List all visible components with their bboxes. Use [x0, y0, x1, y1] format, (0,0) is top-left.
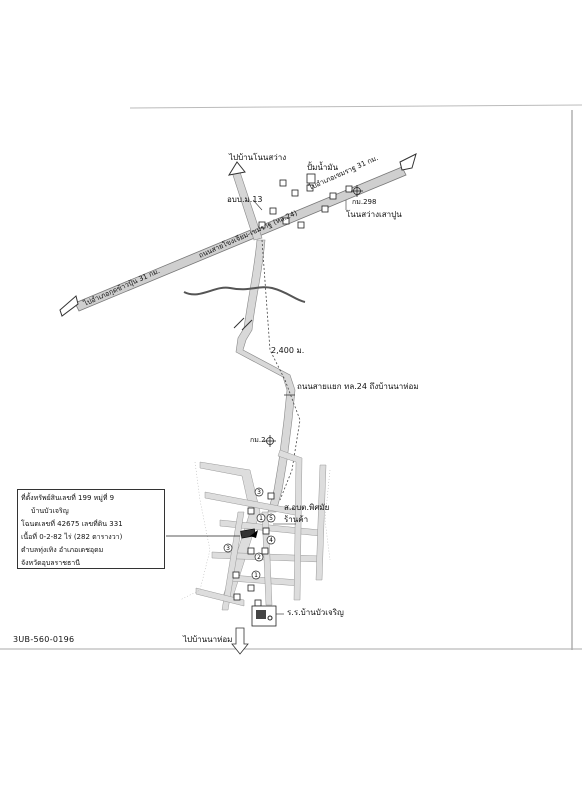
numbered-markers: 3 1 5 4 3 2 1 [223, 487, 276, 580]
marker-circle [254, 487, 264, 497]
marker-number: 4 [269, 537, 273, 544]
property-province: จังหวัดอุบลราชธานี [21, 559, 80, 567]
arrow-left-icon [59, 295, 79, 317]
marker-circle [223, 543, 233, 553]
to-kut-khaopun-label: ไปอำเภอกุดข้าวปุ้น 31 กม. [81, 266, 161, 308]
main-highway [74, 166, 407, 312]
south-arrow-icon [231, 627, 249, 655]
river [183, 286, 306, 303]
village-building-icons [232, 492, 275, 607]
distance-label: 2,400 ม. [271, 346, 305, 355]
gas-station-label: ปั้มน้ำมัน [307, 163, 339, 172]
marker-number: 3 [226, 545, 230, 552]
marker-circle [254, 552, 264, 562]
arrow-right-icon [399, 153, 417, 171]
km-post-icon [351, 185, 363, 197]
km2-post-icon [264, 435, 276, 447]
marker-circle [256, 513, 266, 523]
school-label: ร.ร.บ้านบัวเจริญ [287, 608, 344, 617]
marker-number: 1 [254, 572, 258, 579]
to-ban-non-sawang-label: ไปบ้านโนนสว่าง [229, 153, 287, 162]
marker-number: 5 [269, 515, 273, 522]
marker-number: 2 [257, 554, 261, 561]
property-subdistrict: ตำบลทุ่งเทิง อำเภอเดชอุดม [21, 546, 104, 554]
marker-circle [266, 513, 276, 523]
marker-number: 1 [259, 515, 263, 522]
village-dots [179, 461, 331, 601]
shop-label: ร้านค้า [284, 515, 309, 524]
property-village: บ้านบัวเจริญ [31, 507, 69, 515]
road-break-icon [233, 317, 253, 331]
marker-circle [266, 535, 276, 545]
pointer-arrow-icon [250, 530, 258, 538]
document-code: 3UB-560-0196 [13, 635, 75, 644]
non-sawang-school-label: โนนสว่างเสาปูน [346, 210, 402, 219]
km-298-label: กม.298 [352, 198, 377, 206]
school-icon [251, 605, 277, 627]
tao-office-label: ส.อบต.พิศมัย [284, 503, 330, 512]
property-area: เนื้อที่ 0-2-82 ไร่ (282 ตารางวา) [21, 533, 123, 541]
to-ban-na-hom-label: ไปบ้านนาห่อม [183, 635, 233, 644]
building-icons [258, 179, 353, 229]
north-road [227, 161, 263, 241]
distance-line [261, 239, 301, 501]
property-info-box: ที่ตั้งทรัพย์สินเลขที่ 199 หมู่ที่ 9 บ้า… [17, 489, 165, 569]
km-2-label: กม.2 [250, 436, 266, 444]
property-address: ที่ตั้งทรัพย์สินเลขที่ 199 หมู่ที่ 9 [21, 494, 115, 502]
village-13-label: อบบ.ม.13 [227, 195, 263, 204]
branch-road-label: ถนนสายแยก ทล.24 ถึงบ้านนาห่อม [297, 382, 419, 391]
marker-number: 3 [257, 489, 261, 496]
gas-pump-icon [306, 173, 316, 184]
property-deed: โฉนดเลขที่ 42675 เลขที่ดิน 331 [21, 520, 123, 528]
village13-leader [252, 199, 263, 211]
scan-border-top [129, 104, 582, 109]
marker-circle [251, 570, 261, 580]
village-roads [195, 449, 327, 611]
